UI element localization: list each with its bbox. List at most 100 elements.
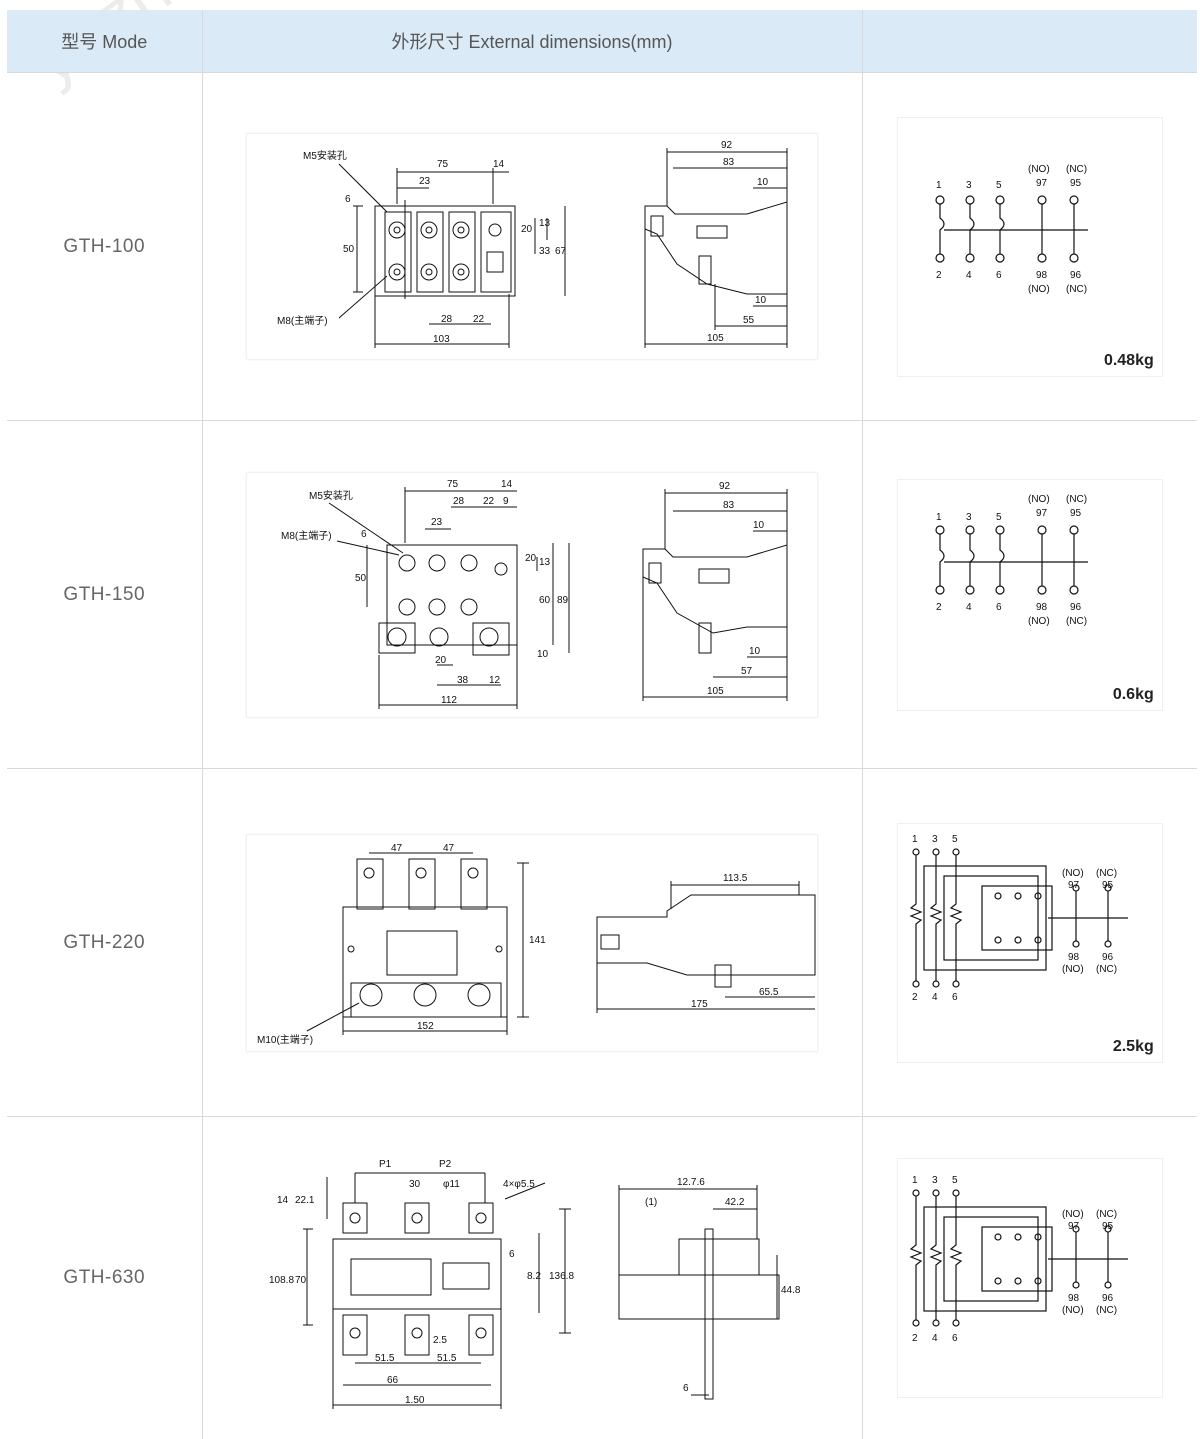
- contact-label: (NC): [1066, 494, 1087, 505]
- terminal-label: 4: [966, 270, 972, 281]
- wiring-diagram: 1 3 5 2 4 6 (NO) (NC) 97 95 98 96: [897, 117, 1163, 377]
- contact-label: (NO): [1062, 1209, 1084, 1220]
- dim-label: 60: [539, 595, 551, 606]
- dim-label: 10: [537, 649, 549, 660]
- model-cell: GTH-630: [7, 1117, 202, 1439]
- dim-label: (1): [645, 1197, 657, 1208]
- dim-label: P2: [439, 1159, 452, 1170]
- header-model: 型号 Mode: [7, 10, 202, 73]
- dim-label: 10: [753, 520, 765, 531]
- model-cell: GTH-100: [7, 73, 202, 421]
- terminal-label: 2: [936, 602, 942, 613]
- contact-label: (NO): [1062, 1305, 1084, 1316]
- model-cell: GTH-220: [7, 769, 202, 1117]
- terminal-label: 5: [996, 512, 1002, 523]
- dim-label: 51.5: [375, 1353, 395, 1364]
- contact-label: (NC): [1096, 964, 1117, 975]
- contact-label: 97: [1036, 178, 1048, 189]
- dimension-drawing-svg: M5安装孔 M8(主端子) 75 14 23 28 22 103 6 50 20…: [247, 134, 817, 359]
- contact-label: (NC): [1066, 284, 1087, 295]
- dim-label: 92: [719, 481, 731, 492]
- dim-label: 28: [453, 496, 465, 507]
- dim-label: 22: [483, 496, 495, 507]
- contact-label: (NC): [1096, 868, 1117, 879]
- dim-label: 47: [443, 843, 455, 854]
- dim-label: 57: [741, 666, 753, 677]
- dim-label: 23: [419, 176, 431, 187]
- label-mount-hole: M5安装孔: [309, 489, 353, 502]
- contact-label: (NO): [1028, 494, 1050, 505]
- dim-label: 6: [361, 529, 367, 540]
- terminal-label: 5: [952, 834, 958, 845]
- dim-label: 50: [355, 573, 367, 584]
- dim-label: 10: [749, 646, 761, 657]
- dim-label: 1.50: [405, 1395, 425, 1406]
- dim-label: 4×φ5.5: [503, 1179, 535, 1190]
- wiring-cell: 1 3 5 2 4 6 (NO) (NC) 97 95 98 96: [862, 1117, 1197, 1439]
- dimension-drawing: 47 47 152 141 M10(主端子) 113.5 175 65.5: [246, 834, 818, 1052]
- terminal-label: 3: [966, 180, 972, 191]
- dim-label: 28: [441, 314, 453, 325]
- dim-label: 9: [503, 496, 509, 507]
- dim-label: 23: [431, 517, 443, 528]
- dim-label: 65.5: [759, 987, 779, 998]
- dim-label: 105: [707, 333, 724, 344]
- terminal-label: 4: [932, 992, 938, 1003]
- contact-label: 95: [1102, 1221, 1114, 1232]
- dim-label: 55: [743, 315, 755, 326]
- terminal-label: 1: [936, 512, 942, 523]
- contact-label: 96: [1070, 602, 1082, 613]
- terminal-label: 6: [952, 1333, 958, 1344]
- header-dimensions: 外形尺寸 External dimensions(mm): [202, 10, 862, 73]
- terminal-label: 4: [966, 602, 972, 613]
- dimension-cell: P1 P2 30 φ11 4×φ5.5 14 22.1 108.8 70 6 8…: [202, 1117, 862, 1439]
- dim-label: 14: [493, 159, 505, 170]
- terminal-label: 6: [996, 270, 1002, 281]
- terminal-label: 5: [996, 180, 1002, 191]
- dim-label: 20: [525, 553, 537, 564]
- terminal-label: 3: [932, 1175, 938, 1186]
- terminal-label: 5: [952, 1175, 958, 1186]
- dim-label: 14: [277, 1195, 289, 1206]
- terminal-label: 1: [936, 180, 942, 191]
- dimension-drawing: P1 P2 30 φ11 4×φ5.5 14 22.1 108.8 70 6 8…: [247, 1143, 817, 1413]
- contact-label: 96: [1102, 952, 1114, 963]
- header-wiring: [862, 10, 1197, 73]
- contact-label: (NO): [1062, 868, 1084, 879]
- label-main-terminal: M8(主端子): [277, 314, 328, 327]
- dim-label: 20: [521, 224, 533, 235]
- dim-label: 175: [691, 999, 708, 1010]
- contact-label: 97: [1068, 880, 1080, 891]
- contact-label: (NC): [1096, 1305, 1117, 1316]
- terminal-label: 2: [936, 270, 942, 281]
- dimension-cell: M5安装孔 M8(主端子) 75 14 23 28 22 103 6 50 20…: [202, 73, 862, 421]
- dim-label: 83: [723, 157, 735, 168]
- dim-label: 8.2: [527, 1271, 541, 1282]
- dim-label: 44.8: [781, 1285, 801, 1296]
- dim-label: 75: [437, 159, 449, 170]
- table-row: GTH-220: [7, 769, 1197, 1117]
- terminal-label: 3: [932, 834, 938, 845]
- contact-label: 95: [1102, 880, 1114, 891]
- terminal-label: 2: [912, 992, 918, 1003]
- contact-label: (NC): [1066, 164, 1087, 175]
- dim-label: φ11: [443, 1179, 460, 1190]
- dim-label: 112: [441, 695, 457, 706]
- dim-label: 33: [539, 246, 551, 257]
- dim-label: 6: [509, 1249, 515, 1260]
- terminal-label: 6: [952, 992, 958, 1003]
- wiring-diagram: 1 3 5 2 4 6 (NO) (NC) 97 95 98 96: [897, 479, 1163, 711]
- dim-label: 108.8: [269, 1275, 294, 1286]
- dim-label: 20: [435, 655, 447, 666]
- dim-label: 89: [557, 595, 569, 606]
- contact-label: (NC): [1066, 616, 1087, 627]
- spec-table: 型号 Mode 外形尺寸 External dimensions(mm) GTH…: [7, 10, 1197, 1439]
- wiring-diagram: 1 3 5 2 4 6 (NO) (NC) 97 95 98 96: [897, 823, 1163, 1063]
- terminal-label: 1: [912, 1175, 918, 1186]
- dim-label: P1: [379, 1159, 392, 1170]
- terminal-label: 1: [912, 834, 918, 845]
- dim-label: 105: [707, 686, 724, 697]
- table-row: GTH-150: [7, 421, 1197, 769]
- contact-label: 97: [1036, 508, 1048, 519]
